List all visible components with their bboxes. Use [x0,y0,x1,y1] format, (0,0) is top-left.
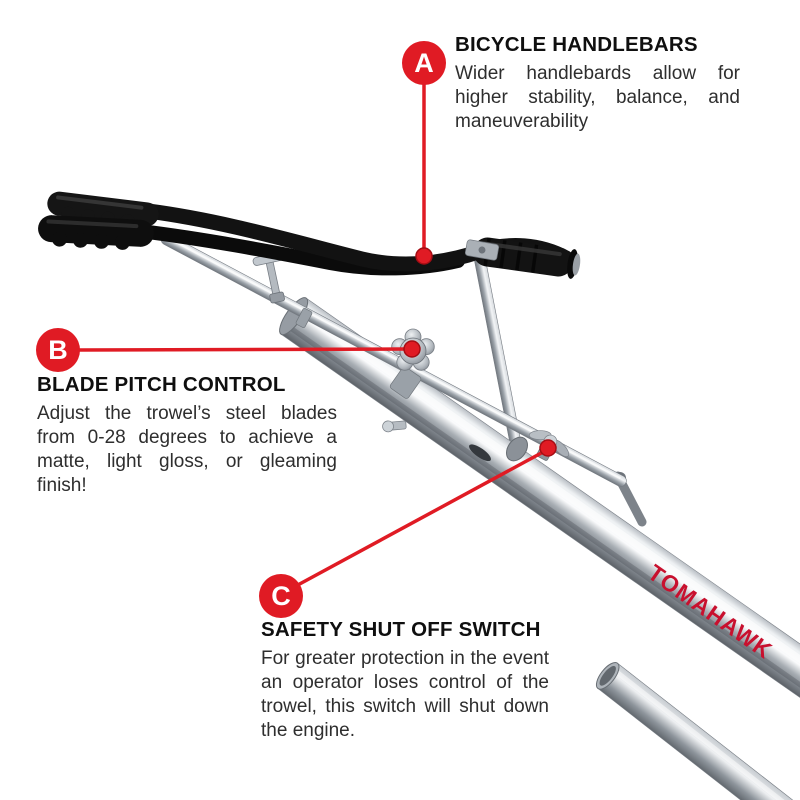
callout-c: SAFETY SHUT OFF SWITCH For greater prote… [261,618,549,744]
callout-b-description: Adjust the trowel’s steel blades from 0-… [37,403,337,497]
pole-bolt [382,420,407,433]
anchor-dot-pitch-control [403,340,421,358]
rod-clamp [295,308,313,328]
left-grip-lower [38,215,154,250]
callout-b-badge: B [36,328,80,372]
stem-top-clamp [464,239,500,261]
callout-a: BICYCLE HANDLEBARS Wider handlebards all… [455,33,740,134]
callout-c-title: SAFETY SHUT OFF SWITCH [261,618,541,641]
callout-a-badge: A [402,41,446,85]
callout-b: BLADE PITCH CONTROL Adjust the trowel’s … [37,373,337,499]
pole-slot-hole [469,444,491,462]
callout-b-title: BLADE PITCH CONTROL [37,373,286,396]
anchor-dot-safety-switch [539,439,557,457]
stem-pole-clamp [506,436,528,462]
callout-c-description: For greater protection in the event an o… [261,648,549,742]
callout-c-badge: C [259,574,303,618]
knob-bracket [389,366,422,399]
callout-a-description: Wider handlebards allow for higher stabi… [455,63,740,133]
anchor-dot-handlebars [415,247,433,265]
brand-text: TOMAHAWK [643,559,777,664]
lower-pipe [595,662,800,800]
callout-line-b [78,347,408,352]
callout-line-c [282,449,546,595]
callout-a-title: BICYCLE HANDLEBARS [455,33,698,56]
